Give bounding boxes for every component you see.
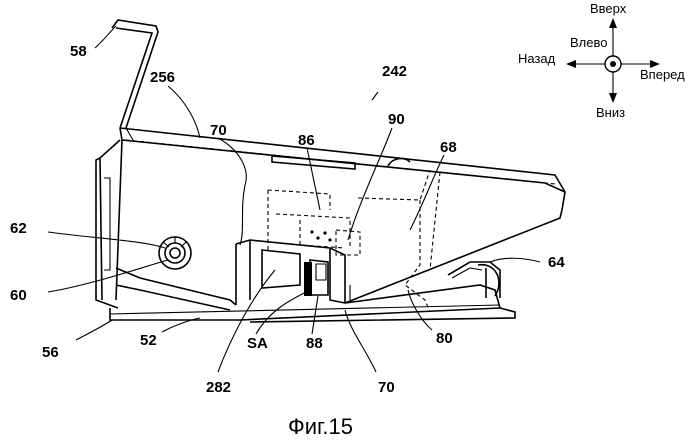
direction-forward: Вперед [640, 67, 685, 82]
reference-labels: 58 256 242 70 86 90 68 62 60 64 56 52 SA… [10, 43, 565, 396]
cartridge-body [96, 128, 565, 322]
label-60: 60 [10, 287, 27, 304]
direction-down: Вниз [596, 105, 625, 120]
label-80: 80 [436, 330, 453, 347]
latch-64 [448, 262, 500, 298]
label-62: 62 [10, 220, 27, 237]
label-sa: SA [247, 335, 268, 352]
direction-indicator: Вверх Влево Назад Вперед Вниз [518, 1, 685, 120]
label-70-top: 70 [210, 122, 227, 139]
label-52: 52 [140, 332, 157, 349]
label-70-bottom: 70 [378, 379, 395, 396]
label-58: 58 [70, 43, 87, 60]
label-86: 86 [298, 132, 315, 149]
label-282: 282 [206, 379, 231, 396]
label-242: 242 [382, 63, 407, 80]
gear-60 [159, 237, 191, 269]
label-90: 90 [388, 111, 405, 128]
label-68: 68 [440, 139, 457, 156]
direction-back: Назад [518, 51, 556, 66]
direction-left: Влево [570, 35, 607, 50]
label-88: 88 [306, 335, 323, 352]
label-64: 64 [548, 254, 565, 271]
hidden-lines [126, 140, 555, 312]
label-56: 56 [42, 344, 59, 361]
direction-up: Вверх [590, 1, 627, 16]
label-256: 256 [150, 69, 175, 86]
figure-caption: Фиг.15 [288, 414, 353, 439]
